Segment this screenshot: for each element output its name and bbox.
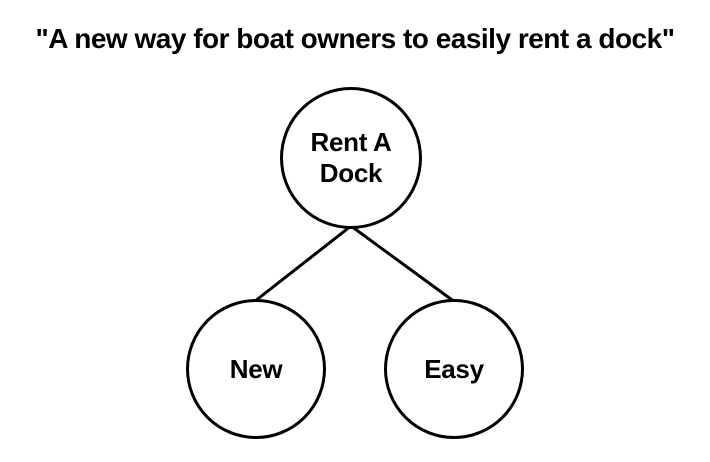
- edge-root-to-new: [248, 224, 353, 307]
- node-rent-a-dock-label: Rent A Dock: [310, 127, 392, 188]
- node-rent-a-dock: Rent A Dock: [280, 87, 422, 229]
- node-new: New: [186, 299, 326, 439]
- node-easy: Easy: [384, 299, 524, 439]
- diagram-title: "A new way for boat owners to easily ren…: [35, 23, 675, 54]
- edge-root-to-easy: [349, 224, 461, 307]
- node-new-label: New: [229, 353, 283, 384]
- node-easy-label: Easy: [424, 353, 484, 384]
